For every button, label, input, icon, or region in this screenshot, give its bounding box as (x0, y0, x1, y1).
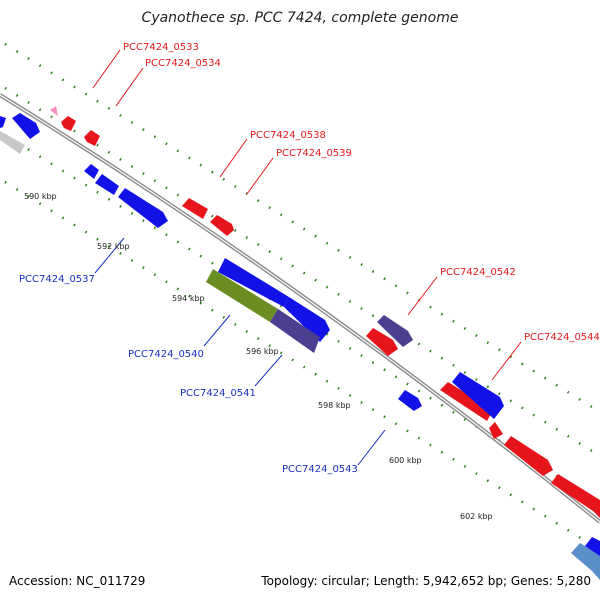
tick-602-kbp: 602 kbp (460, 512, 493, 521)
topology-text: Topology: circular; Length: 5,942,652 bp… (261, 574, 591, 588)
leader-0543 (357, 429, 386, 466)
tick-598-kbp: 598 kbp (318, 401, 351, 410)
gene-pcc7424-0543 (398, 390, 422, 411)
genome-backbone (0, 93, 600, 524)
leader-0534 (115, 67, 144, 107)
forward-strand-genes (50, 106, 600, 518)
gene-pcc7424-0537 (118, 188, 168, 228)
tick-600-kbp: 600 kbp (389, 456, 422, 465)
gene-blue-left (12, 113, 40, 139)
tick-592-kbp: 592 kbp (97, 242, 130, 251)
leader-0537 (94, 237, 125, 274)
leader-0539 (246, 157, 274, 195)
gene-pcc7424-0540-blue-tip (284, 297, 330, 342)
map-title: Cyanothece sp. PCC 7424, complete genome (141, 10, 459, 26)
gene-red-large-1 (504, 436, 553, 476)
tick-590-kbp: 590 kbp (24, 192, 57, 201)
gene-pcc7424-0538 (182, 198, 208, 219)
gene-blue-right (452, 372, 504, 419)
gene-blue-small (84, 164, 99, 179)
gene-blue-corner (585, 537, 600, 556)
label-pcc7424-0534[interactable]: PCC7424_0534 (145, 58, 221, 69)
gene-pcc7424-0534 (84, 130, 100, 146)
gene-pcc7424-0544b (489, 422, 503, 439)
gene-dark-purple-outer (377, 315, 413, 347)
gene-pcc7424-0540-blue (218, 258, 289, 307)
gene-blue-edge (0, 116, 6, 128)
label-pcc7424-0544[interactable]: PCC7424_0544 (524, 332, 600, 343)
tick-596-kbp: 596 kbp (246, 347, 279, 356)
label-pcc7424-0537[interactable]: PCC7424_0537 (19, 274, 95, 285)
outer-guide-1 (4, 42, 600, 414)
leader-0540 (203, 314, 231, 347)
leader-0533 (92, 49, 121, 89)
reverse-strand-genes (0, 113, 600, 580)
gene-pcc7424-0541 (270, 309, 320, 353)
label-pcc7424-0543[interactable]: PCC7424_0543 (282, 464, 358, 475)
label-pcc7424-0533[interactable]: PCC7424_0533 (123, 42, 199, 53)
gene-pcc7424-0533 (61, 116, 76, 131)
label-pcc7424-0540[interactable]: PCC7424_0540 (128, 349, 204, 360)
gene-pcc7424-0539 (210, 215, 234, 236)
label-pcc7424-0538[interactable]: PCC7424_0538 (250, 130, 326, 141)
label-pcc7424-0539[interactable]: PCC7424_0539 (276, 148, 352, 159)
gene-steelblue-corner (571, 543, 600, 580)
accession-text: Accession: NC_011729 (9, 574, 146, 588)
leader-lines (92, 49, 522, 466)
gene-grey-left (0, 131, 25, 154)
leader-0544 (491, 341, 522, 381)
gene-pcc7424-0540-olive (206, 269, 278, 322)
tick-594-kbp: 594 kbp (172, 294, 205, 303)
gene-pcc7424-0542 (366, 328, 398, 356)
leader-0538 (219, 138, 248, 178)
gene-red-large-2 (551, 474, 600, 518)
gene-pcc7424-0544a (440, 382, 493, 421)
inner-guide-2 (4, 180, 600, 552)
label-pcc7424-0542[interactable]: PCC7424_0542 (440, 267, 516, 278)
ruler-ticks: 590 kbp 592 kbp 594 kbp 596 kbp 598 kbp … (24, 192, 493, 521)
label-pcc7424-0541[interactable]: PCC7424_0541 (180, 388, 256, 399)
leader-0541 (254, 354, 283, 387)
gene-pink-fragment (50, 106, 58, 116)
leader-0542 (407, 276, 438, 316)
gene-labels: PCC7424_0533 PCC7424_0534 PCC7424_0538 P… (19, 42, 600, 475)
gene-blue-mid (95, 174, 119, 195)
